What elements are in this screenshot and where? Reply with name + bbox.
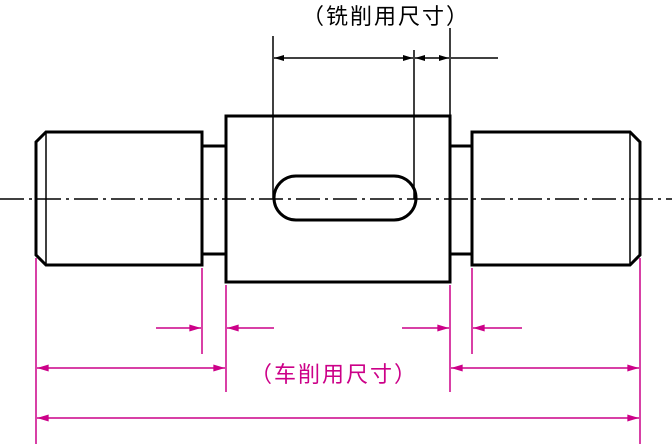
turning-dimension-label: （车削用尺寸）: [250, 363, 418, 388]
shaft-outline: [34, 114, 642, 284]
milling-dimension-label: （铣削用尺寸）: [302, 5, 470, 30]
turning-dimension: [35, 258, 641, 444]
milling-dimension: [272, 28, 498, 199]
